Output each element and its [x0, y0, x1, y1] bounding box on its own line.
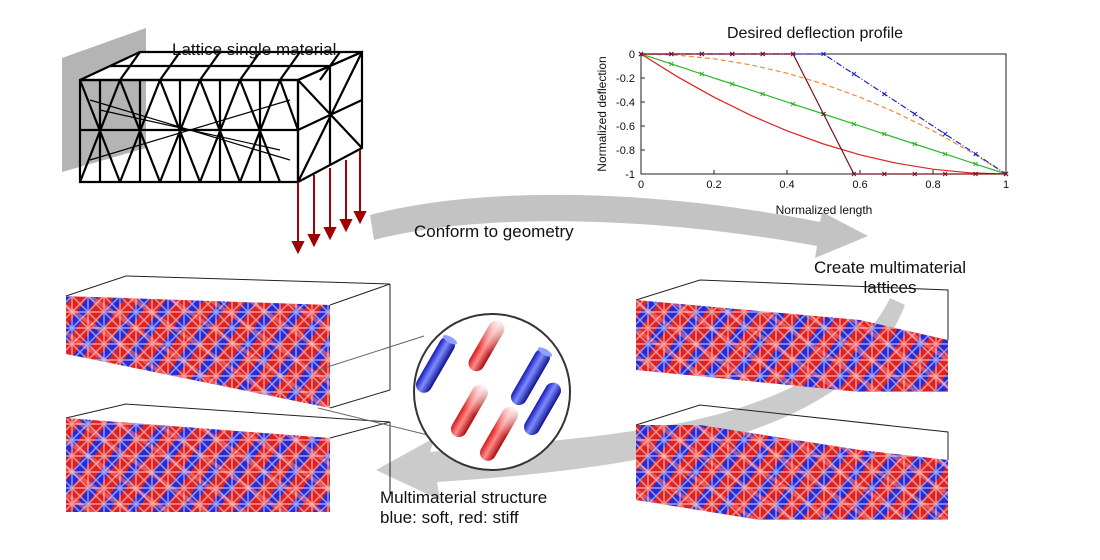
series-marker-3: [973, 151, 978, 157]
series-marker-4: [912, 171, 918, 177]
series-line-2: [640, 53, 1007, 175]
series-marker-4: [881, 171, 887, 177]
label-conform-to-geometry: Conform to geometry: [414, 222, 574, 241]
series-marker-1: [669, 61, 674, 67]
series-marker-4: [790, 51, 796, 57]
x-tick-labels: 0 0.2 0.4 0.6 0.8 1: [638, 170, 1009, 191]
x-tick-label: 0.8: [925, 179, 940, 191]
series-marker-4: [942, 171, 948, 177]
y-axis-label: Normalized deflection: [595, 56, 609, 171]
x-axis-label: Normalized length: [776, 203, 873, 217]
label-lattices: lattices: [863, 278, 917, 297]
series-marker-4: [760, 51, 766, 57]
load-arrows: [291, 150, 367, 255]
zoom-callout: [317, 313, 571, 471]
label-lattice-single-material: Lattice single material: [172, 40, 337, 59]
series-marker-1: [790, 101, 796, 107]
single-material-lattice: [62, 28, 367, 255]
y-tick-label: -0.8: [616, 145, 635, 157]
series-marker-3: [881, 91, 887, 97]
y-tick-label: 0: [629, 49, 635, 61]
series-marker-4: [821, 111, 826, 117]
series-marker-1: [881, 131, 887, 137]
x-tick-label: 0: [638, 179, 644, 191]
y-tick-label: -0.2: [616, 73, 635, 85]
series-marker-1: [942, 151, 948, 157]
multimaterial-lattice-left-top: [65, 275, 391, 409]
series-marker-3: [942, 131, 948, 137]
series-marker-1: [729, 81, 735, 87]
series-marker-3: [821, 51, 826, 57]
chart-title: Desired deflection profile: [727, 25, 903, 42]
series-marker-4: [851, 171, 857, 177]
series-marker-4: [638, 51, 644, 57]
series-marker-3: [912, 111, 918, 117]
label-material-legend: blue: soft, red: stiff: [380, 508, 519, 527]
x-tick-label: 0.6: [852, 179, 867, 191]
series-marker-1: [973, 161, 978, 167]
series-marker-4: [1003, 171, 1009, 177]
series-line-0: [640, 53, 1007, 175]
label-create-multimaterial: Create multimaterial: [813, 258, 967, 277]
series-marker-3: [851, 71, 857, 77]
series-marker-1: [851, 121, 857, 127]
label-multimaterial-structure: Multimaterial structure: [380, 488, 548, 507]
multimaterial-lattice-right-bottom: [635, 404, 949, 520]
x-tick-label: 0.4: [779, 179, 794, 191]
chart-series: [638, 51, 1009, 177]
series-marker-1: [912, 141, 918, 147]
x-tick-label: 1: [1003, 179, 1009, 191]
y-tick-label: -0.6: [616, 121, 635, 133]
series-marker-4: [729, 51, 735, 57]
y-tick-label: -1: [625, 169, 635, 181]
series-marker-4: [973, 171, 978, 177]
multimaterial-lattice-left-bottom: [65, 403, 391, 512]
y-tick-label: -0.4: [616, 97, 635, 109]
x-tick-label: 0.2: [706, 179, 721, 191]
series-marker-4: [669, 51, 674, 57]
deflection-chart: Desired deflection profile 0 0.2 0.4 0.6 0.8…: [595, 25, 1009, 217]
series-marker-4: [699, 51, 705, 57]
series-marker-1: [760, 91, 766, 97]
multimaterial-lattice-right-top: [635, 279, 949, 392]
strut-cylinders: [416, 317, 561, 461]
series-marker-1: [699, 71, 705, 77]
conform-arrow: [370, 194, 868, 258]
black-lattice-beam: [78, 50, 364, 184]
y-tick-labels: 0 -0.2 -0.4 -0.6 -0.8 -1: [616, 49, 645, 181]
